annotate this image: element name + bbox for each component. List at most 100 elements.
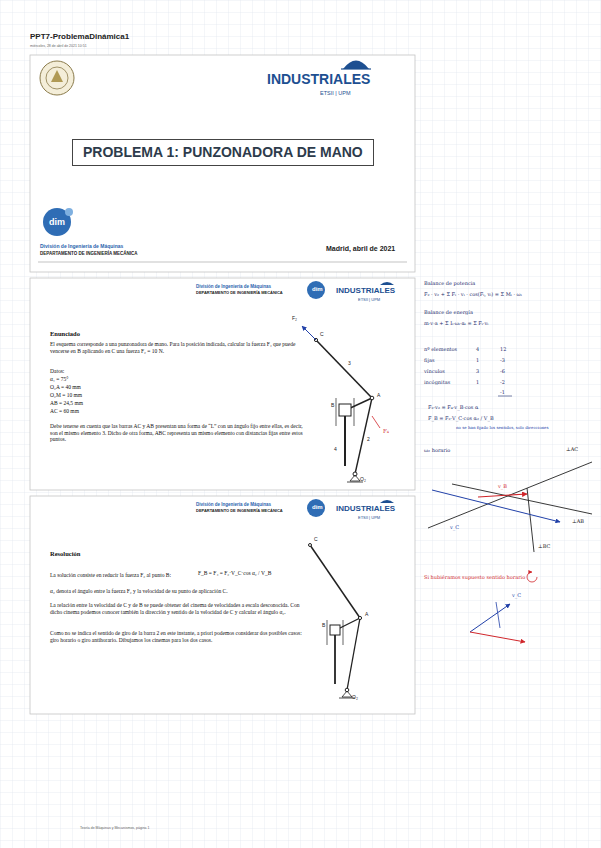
logos — [65, 208, 73, 216]
logos — [307, 499, 325, 517]
element-number: 2 — [367, 436, 370, 442]
department-name: DEPARTAMENTO DE INGENIERÍA MECÁNICA — [196, 509, 283, 514]
handwritten-formula: F_B = F₂·V_C·cos α₂ / V_B — [428, 415, 494, 421]
velocity-sketch — [527, 488, 534, 552]
point-label: C — [314, 536, 318, 542]
handwritten-note: ω₂ horario — [424, 447, 450, 453]
data-value: AB = 24,5 mm — [50, 400, 83, 407]
table-cell: 3 — [476, 368, 479, 374]
mechanism-drawing — [309, 544, 312, 547]
mechanism-drawing — [370, 396, 374, 400]
page-title: PPT7-ProblemaDinámica1 — [30, 32, 129, 42]
mechanism-drawing — [372, 416, 380, 428]
slide-title: PROBLEMA 1: PUNZONADORA DE MANO — [83, 144, 363, 161]
title-slide: INDUSTRIALESETSII | UPMdimDivisión de In… — [30, 55, 415, 272]
mechanism-drawing — [302, 326, 316, 340]
data-value: α₁ = 75° — [50, 376, 68, 383]
point-label: B — [322, 622, 325, 628]
table-cell: 1 — [476, 357, 479, 363]
logos — [343, 61, 369, 70]
logo-text: INDUSTRIALES — [336, 504, 395, 514]
mechanism-drawing — [355, 398, 372, 474]
handwritten-note: Balance de energía — [424, 309, 473, 315]
handwritten-formula: F₂·v₂ = F₄·v_B·cos α — [428, 404, 478, 410]
logo-text: ETSII | UPM — [358, 516, 380, 521]
logos — [38, 61, 407, 518]
data-heading: Datos: — [50, 368, 64, 375]
logos — [307, 281, 325, 299]
table-cell: -3 — [500, 357, 505, 363]
point-label: C — [320, 331, 324, 337]
statement-slide: División de Ingeniería de MáquinasDEPART… — [30, 278, 415, 490]
mechanism-drawing — [350, 475, 360, 481]
point-label: O₂ — [360, 476, 366, 482]
department-name: División de Ingeniería de Máquinas — [196, 284, 271, 289]
mechanism-drawing — [344, 416, 346, 466]
table-cell: incógnitas — [424, 379, 450, 385]
velocity-sketch — [470, 632, 525, 642]
handwritten-note: F₄ — [383, 428, 389, 435]
table-cell: nº elementos — [424, 346, 457, 352]
element-number: 4 — [334, 446, 337, 452]
data-value: O₂A = 40 mm — [50, 384, 81, 391]
mechanism-drawing — [336, 398, 337, 426]
department-name: División de Ingeniería de Máquinas — [196, 502, 271, 507]
velocity-sketch — [452, 484, 592, 514]
slide-frames — [30, 55, 415, 714]
velocity-label: v_B — [498, 483, 507, 489]
point-label: A — [365, 611, 368, 617]
logo-text: INDUSTRIALES — [267, 71, 370, 88]
mechanism-drawing — [358, 616, 361, 619]
paragraph: Debe tenerse en cuenta que las barras AC… — [50, 423, 305, 443]
mechanism-drawing — [302, 326, 380, 482]
velocity-sketch — [478, 494, 527, 497]
logo-text: dim — [312, 286, 323, 293]
mechanism-drawing — [342, 691, 352, 697]
slide-frames — [30, 496, 415, 714]
handwritten-note: Si hubiéramos supuesto sentido horario — [424, 574, 525, 580]
logos — [380, 500, 394, 503]
logo-text: dim — [312, 504, 323, 511]
direction-label: ⊥BC — [538, 543, 550, 549]
mechanism-drawing — [327, 620, 328, 645]
department-name: División de Ingeniería de Máquinas — [40, 243, 123, 249]
logo-text: INDUSTRIALES — [336, 286, 395, 296]
table-cell: 12 — [500, 346, 506, 352]
paragraph: La solución consiste en reducir la fuerz… — [50, 572, 171, 579]
logos — [51, 70, 63, 82]
table-cell: -6 — [500, 368, 505, 374]
handwritten-formula: F₂ · v₂ + Σ Fᵢ · vᵢ · cos(Fᵢ, vᵢ) = Σ Mᵢ… — [424, 291, 522, 297]
direction-label: ⊥AB — [572, 518, 584, 524]
velocity-sketch — [496, 602, 500, 628]
section-heading: Enunciado — [50, 330, 80, 338]
paragraph: La relación entre la velocidad de C y de… — [50, 602, 305, 615]
logo-text: ETSII | UPM — [320, 90, 350, 97]
table-cell: vínculos — [424, 368, 445, 374]
table-cell: 1 — [476, 379, 479, 385]
table-cell: fijas — [424, 357, 435, 363]
velocity-sketch — [527, 572, 537, 582]
slide-frames — [30, 278, 415, 490]
velocity-sketch — [432, 490, 560, 522]
section-heading: Resolución — [50, 550, 80, 558]
department-name: DEPARTAMENTO DE INGENIERÍA MECÁNICA — [196, 291, 283, 296]
logos — [380, 282, 394, 285]
timestamp: miércoles, 28 de abril de 2021 10:51 — [30, 44, 87, 48]
paragraph: El esquema corresponde a una punzonadora… — [50, 341, 300, 354]
paragraph: α₂ denota el ángulo entre la fuerza F₂ y… — [50, 588, 228, 595]
velocity-label: v_C — [450, 524, 459, 530]
table-cell: -1 — [500, 389, 505, 395]
data-value: O₂M = 10 mm — [50, 392, 82, 399]
mechanism-drawing — [310, 545, 360, 618]
point-label: O₂ — [352, 694, 358, 700]
table-cell: 4 — [476, 346, 479, 352]
mechanism-drawing — [330, 625, 340, 635]
logo-text: ETSII | UPM — [358, 298, 380, 303]
velocity-sketch — [498, 396, 512, 397]
title-box: PROBLEMA 1: PUNZONADORA DE MANO — [72, 139, 374, 166]
formula: F_B = F₄ = F₂·V_C·cos α₂ / V_B — [198, 570, 271, 577]
mechanism-drawing — [334, 635, 336, 684]
data-value: AC = 60 mm — [50, 408, 79, 415]
